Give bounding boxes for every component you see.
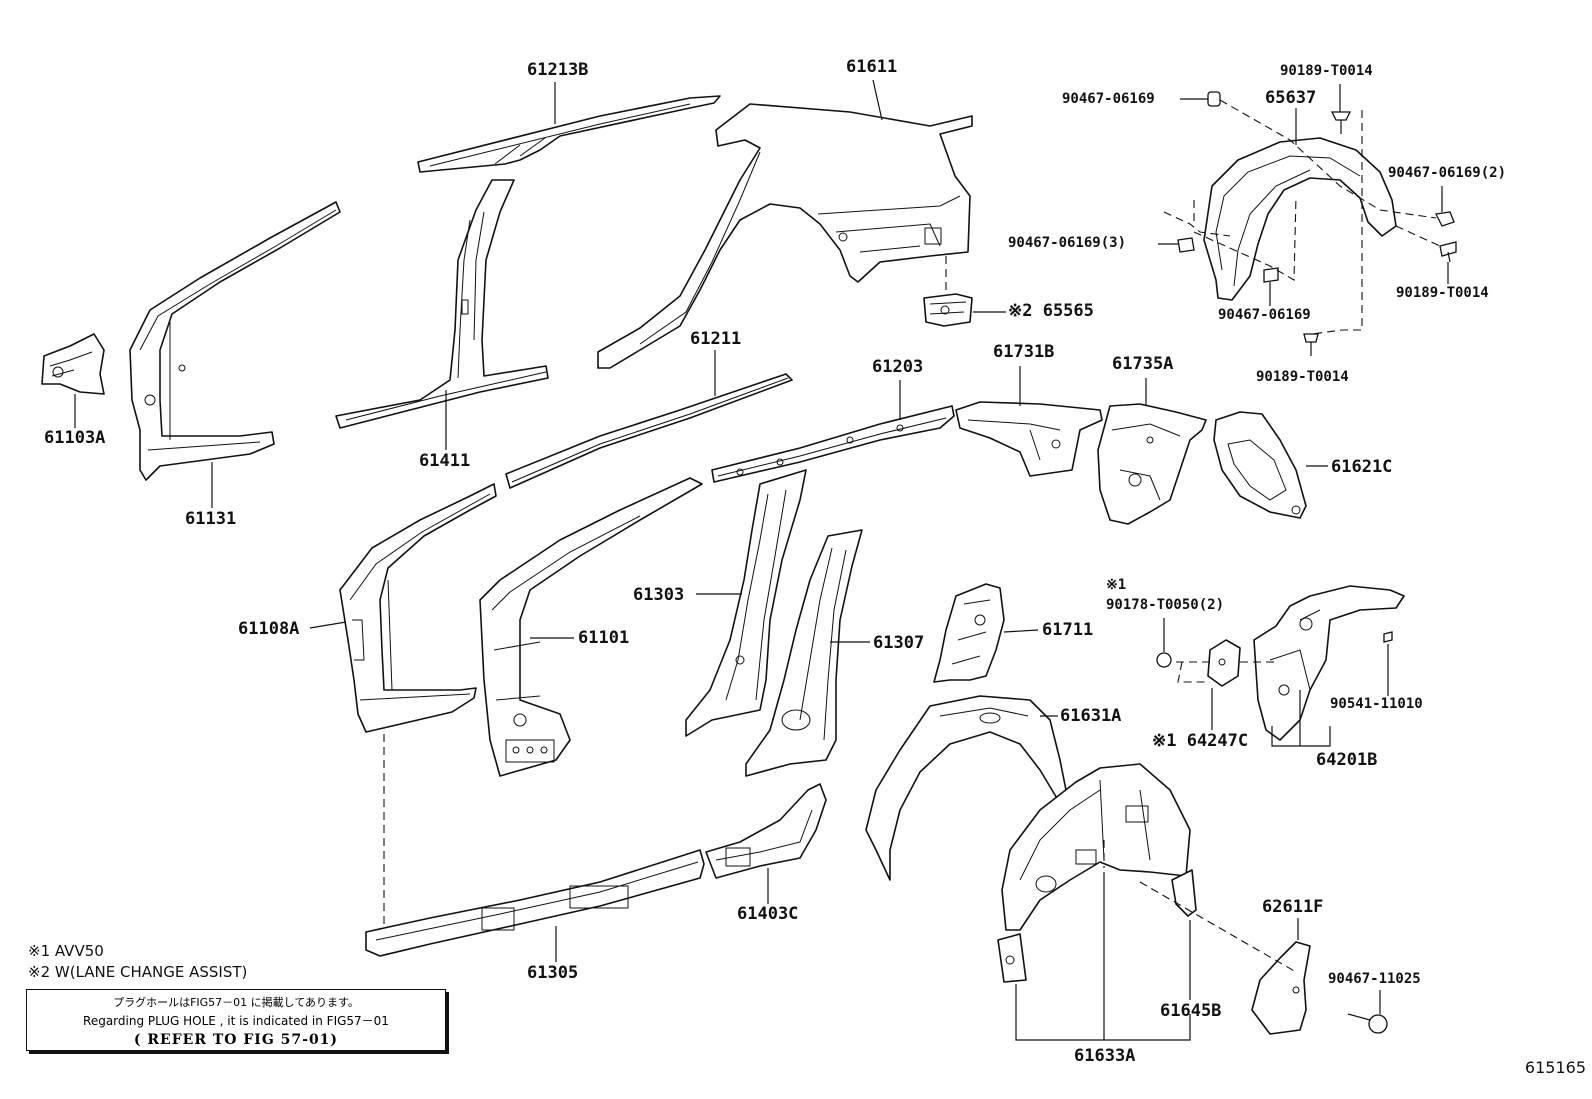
label-61631A: 61631A (1060, 706, 1122, 726)
part-61307-shape (745, 529, 863, 777)
part-61108A-shape (339, 483, 497, 733)
label-61645B: 61645B (1160, 1001, 1222, 1021)
part-65637-shape (1203, 137, 1397, 301)
part-61645B-shape (1171, 869, 1197, 917)
label-61411: 61411 (419, 451, 471, 471)
part-61213B-shape (417, 95, 721, 173)
label-64201B: 64201B (1316, 750, 1378, 770)
part-61633A-shape (1001, 763, 1191, 931)
part-61403C-shape (705, 783, 827, 879)
label-61131: 61131 (185, 509, 237, 529)
label-61633A: 61633A (1074, 1046, 1136, 1066)
part-61631A-shape (865, 695, 1067, 881)
part-61211-shape (505, 373, 793, 489)
reference-line-english: Regarding PLUG HOLE , it is indicated in… (83, 1014, 389, 1028)
reference-line-japanese: プラグホールはFIG57－01 に掲載してあります。 (113, 996, 359, 1009)
label-61403C: 61403C (737, 904, 799, 924)
label-90467-06169-3: 90467-06169(3) (1008, 235, 1127, 251)
label-90189-T0014-bottom: 90189-T0014 (1256, 369, 1349, 385)
label-61305: 61305 (527, 963, 579, 983)
label-90178-T0050-2: 90178-T0050(2) (1106, 597, 1225, 613)
label-61611: 61611 (846, 57, 898, 77)
label-90541-11010: 90541-11010 (1330, 696, 1423, 712)
label-61103A: 61103A (44, 428, 106, 448)
label-61203: 61203 (872, 357, 924, 377)
label-90467-11025: 90467-11025 (1328, 971, 1421, 987)
part-61101-shape (479, 477, 703, 777)
part-61633A-small-bracket (997, 933, 1027, 983)
label-65565: ※2 65565 (1008, 301, 1094, 321)
part-61731B-shape (955, 401, 1103, 477)
label-61735A: 61735A (1112, 354, 1174, 374)
part-64201B-shape (1253, 585, 1405, 741)
part-61621C-shape (1213, 411, 1307, 519)
label-61731B: 61731B (993, 342, 1055, 362)
label-90189-T0014-top: 90189-T0014 (1280, 63, 1373, 79)
label-61211: 61211 (690, 329, 742, 349)
label-note1-marker: ※1 (1106, 577, 1127, 593)
part-61131-shape (129, 201, 341, 481)
label-65637: 65637 (1265, 88, 1317, 108)
part-61303-shape (685, 469, 807, 737)
part-61411-shape (335, 179, 549, 429)
label-61108A: 61108A (238, 619, 300, 639)
part-61103A-shape (41, 333, 105, 395)
fastener-shapes (1156, 91, 1457, 1034)
part-61711-shape (933, 583, 1005, 683)
label-64247C: ※1 64247C (1152, 731, 1249, 751)
label-61101: 61101 (578, 628, 630, 648)
part-64247C-shape (1207, 639, 1241, 687)
label-61711: 61711 (1042, 620, 1094, 640)
label-61303: 61303 (633, 585, 685, 605)
figure-number: 615165 (1524, 1058, 1586, 1077)
label-61621C: 61621C (1331, 457, 1393, 477)
label-90467-06169-mid: 90467-06169 (1218, 307, 1311, 323)
reference-fig-link[interactable]: ( REFER TO FIG 57-01) (133, 1032, 339, 1048)
dashed-lines (383, 99, 1441, 973)
legend-note-2: ※2 W(LANE CHANGE ASSIST) (28, 963, 248, 981)
label-62611F: 62611F (1262, 897, 1324, 917)
part-61611-shape (597, 103, 973, 369)
part-62611F-shape (1251, 941, 1311, 1035)
part-61735A-shape (1097, 403, 1207, 525)
part-61203-shape (711, 405, 955, 483)
reference-box: プラグホールはFIG57－01 に掲載してあります。 Regarding PLU… (26, 989, 446, 1051)
label-61307: 61307 (873, 633, 925, 653)
label-90467-06169-top: 90467-06169 (1062, 91, 1155, 107)
label-90467-06169-2: 90467-06169(2) (1388, 165, 1507, 181)
label-90189-T0014-right: 90189-T0014 (1396, 285, 1489, 301)
leader-lines (74, 79, 1449, 1041)
label-61213B: 61213B (527, 60, 589, 80)
legend-note-1: ※1 AVV50 (28, 942, 104, 960)
part-61305-shape (365, 849, 705, 957)
part-65565-shape (923, 293, 973, 327)
